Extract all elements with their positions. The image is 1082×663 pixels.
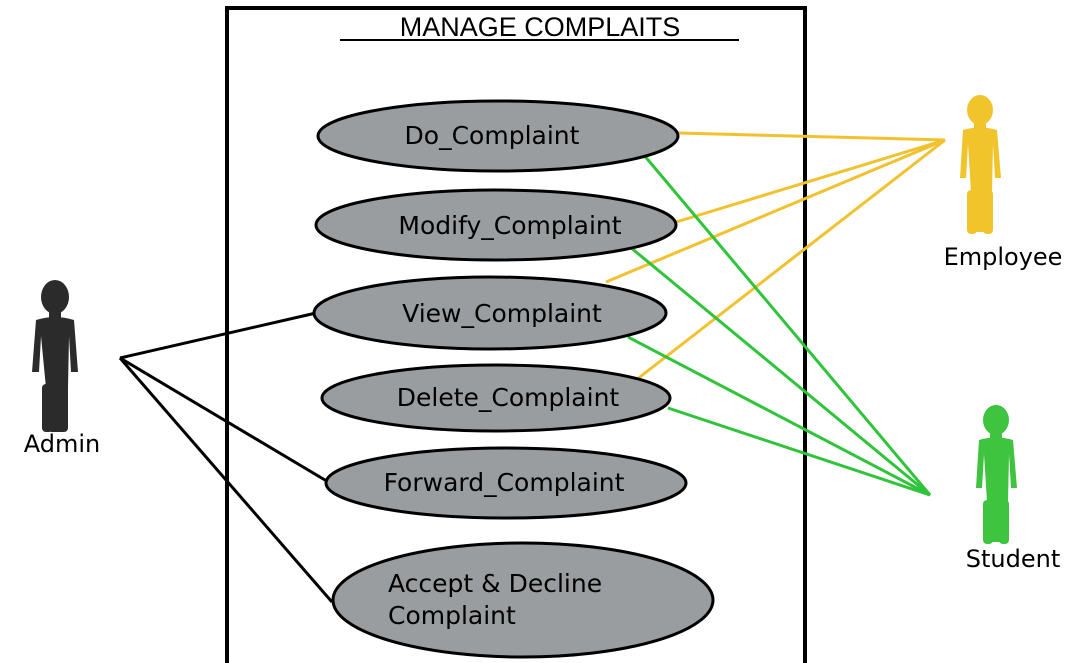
employee-associations — [605, 131, 946, 382]
use-case-modify-label: Modify_Complaint — [398, 211, 621, 240]
admin-forward-link — [119, 356, 331, 485]
admin-actor-icon — [32, 280, 78, 432]
system-title: MANAGE COMPLAITS — [400, 12, 681, 42]
use-case-forward: Forward_Complaint — [324, 446, 688, 520]
use-case-accept-decline: Accept & Decline Complaint — [331, 541, 715, 659]
use-case-view-label: View_Complaint — [402, 299, 602, 328]
use-case-delete-label: Delete_Complaint — [397, 383, 620, 412]
student-delete-link — [667, 406, 931, 497]
student-label: Student — [966, 545, 1060, 573]
student-actor-icon — [976, 405, 1017, 544]
use-case-modify: Modify_Complaint — [314, 188, 678, 262]
employee-view-link — [605, 138, 946, 284]
employee-actor-icon — [960, 95, 1001, 234]
use-case-delete: Delete_Complaint — [320, 363, 672, 433]
admin-accept-link — [118, 357, 334, 603]
use-case-forward-label: Forward_Complaint — [384, 468, 625, 497]
use-case-view: View_Complaint — [312, 275, 668, 351]
employee-do-link — [677, 131, 946, 142]
employee-modify-link — [672, 138, 946, 225]
employee-label: Employee — [944, 243, 1063, 271]
admin-associations — [118, 311, 334, 603]
student-do-link — [636, 147, 932, 496]
use-case-accept-label-line1: Accept & Decline — [388, 569, 602, 598]
use-case-do-label: Do_Complaint — [405, 121, 580, 150]
use-case-do: Do_Complaint — [316, 99, 680, 173]
student-view-link — [627, 335, 931, 497]
use-case-accept-label-line2: Complaint — [388, 601, 516, 630]
admin-label: Admin — [24, 430, 101, 458]
student-modify-link — [623, 240, 931, 497]
system-boundary: MANAGE COMPLAITS — [225, 6, 807, 663]
admin-view-link — [119, 311, 317, 360]
student-associations — [623, 147, 932, 497]
employee-delete-link — [635, 138, 946, 382]
